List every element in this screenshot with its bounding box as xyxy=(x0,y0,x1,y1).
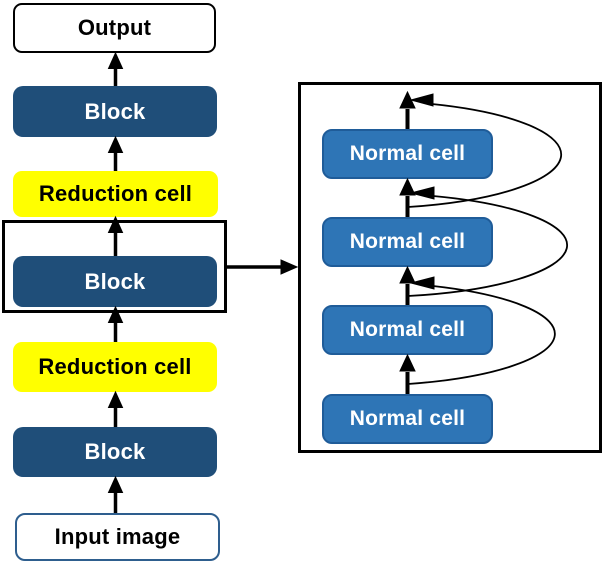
normal-cell-4: Normal cell xyxy=(322,129,493,179)
arrow-block-to-panel xyxy=(227,259,299,275)
arrow-block-to-output xyxy=(107,51,124,86)
reduction-cell-bottom: Reduction cell xyxy=(13,342,217,392)
reduction-cell-top: Reduction cell xyxy=(13,171,218,217)
normal-cell-3: Normal cell xyxy=(322,217,493,267)
block-top: Block xyxy=(13,86,217,137)
normal-cell-1: Normal cell xyxy=(322,394,493,444)
detail-panel-frame xyxy=(298,82,602,453)
normal-cell-2: Normal cell xyxy=(322,305,493,355)
block-bottom: Block xyxy=(13,427,217,477)
block-middle: Block xyxy=(13,256,217,307)
arrow-reduction-to-block-top xyxy=(107,135,124,171)
arrow-block-to-reduction-lower xyxy=(107,390,124,427)
input-image-box: Input image xyxy=(15,513,220,561)
output-box: Output xyxy=(13,3,216,53)
arrow-input-to-block xyxy=(107,475,124,513)
